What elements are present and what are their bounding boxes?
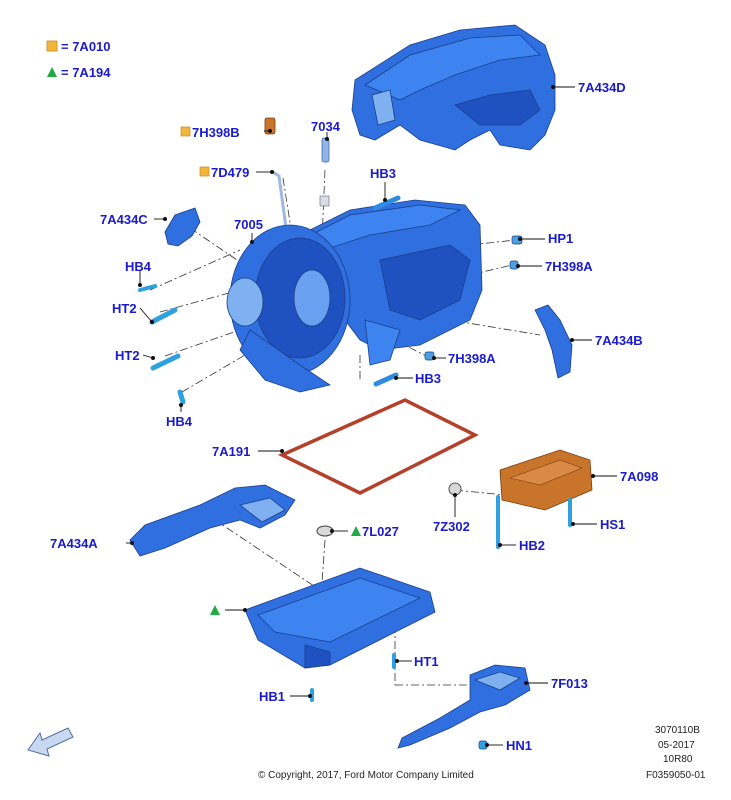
label-HT2-a: HT2 [112, 301, 137, 316]
model: 10R80 [663, 754, 693, 765]
bolt-HT2-b [150, 353, 181, 371]
oil-pan [244, 567, 436, 669]
footer: 3070110B 05-2017 10R80 F0359050-01 © Cop… [258, 725, 706, 781]
label-7F013: 7F013 [551, 676, 588, 691]
label-HB1: HB1 [259, 689, 285, 704]
green-triangle-icon [210, 605, 220, 615]
label-7A191: 7A191 [212, 444, 250, 459]
bolt-HB3-bottom [373, 372, 399, 387]
bolt-HB3-top [372, 195, 401, 211]
label-7A434D: 7A434D [578, 80, 626, 95]
orange-square-icon [46, 40, 58, 52]
shield-7F013 [397, 664, 531, 749]
label-HB3-top: HB3 [370, 166, 396, 181]
label-7D479: 7D479 [211, 165, 249, 180]
copyright: © Copyright, 2017, Ford Motor Company Li… [258, 770, 474, 781]
label-7H398B: 7H398B [192, 125, 240, 140]
label-7L027: 7L027 [362, 524, 399, 539]
orange-square-icon [180, 126, 191, 137]
green-triangle-icon [351, 526, 361, 536]
orange-square-icon [199, 166, 210, 177]
shield-7A434A [129, 484, 296, 557]
sensor-7034 [319, 137, 330, 207]
label-HB4-top: HB4 [125, 259, 152, 274]
label-7H398A-bottom: 7H398A [448, 351, 496, 366]
label-HB4-bottom: HB4 [166, 414, 193, 429]
bolt-HT2-a [149, 307, 178, 325]
label-7Z302: 7Z302 [433, 519, 470, 534]
bolt-HB4-bottom [177, 389, 186, 405]
leader-lines [126, 85, 617, 747]
bolt-HB4-top [138, 284, 157, 292]
front-direction-arrow-icon [27, 727, 74, 757]
legend-item-7A010: = 7A010 [61, 39, 111, 54]
label-HT1: HT1 [414, 654, 439, 669]
label-7A098: 7A098 [620, 469, 658, 484]
label-HN1: HN1 [506, 738, 532, 753]
ref-code: 3070110B [655, 725, 700, 736]
bracket-7A434B [534, 304, 573, 379]
transmission-housing-7005 [226, 199, 483, 393]
figure-id: F0359050-01 [646, 770, 706, 781]
label-HP1: HP1 [548, 231, 573, 246]
legend: = 7A010 = 7A194 [46, 39, 111, 80]
label-HB3-bottom: HB3 [415, 371, 441, 386]
part-labels: 7A434D 7H398B 7034 7D479 HB3 7A434C 7005… [50, 80, 658, 753]
shield-7A434D [351, 24, 556, 151]
dipstick-7D479 [272, 170, 289, 236]
sensor-7H398B [264, 117, 276, 135]
gasket-7A191 [277, 398, 479, 495]
label-7A434C: 7A434C [100, 212, 148, 227]
label-HS1: HS1 [600, 517, 625, 532]
green-triangle-icon [47, 67, 57, 77]
label-7A434B: 7A434B [595, 333, 643, 348]
label-7005: 7005 [234, 217, 263, 232]
label-HB2: HB2 [519, 538, 545, 553]
valve-body-7A098 [499, 449, 593, 511]
label-7A434A: 7A434A [50, 536, 98, 551]
legend-item-7A194: = 7A194 [61, 65, 111, 80]
date: 05-2017 [658, 740, 695, 751]
bracket-7A434C [164, 207, 201, 247]
label-HT2-b: HT2 [115, 348, 140, 363]
label-7H398A-right: 7H398A [545, 259, 593, 274]
label-7034: 7034 [311, 119, 341, 134]
